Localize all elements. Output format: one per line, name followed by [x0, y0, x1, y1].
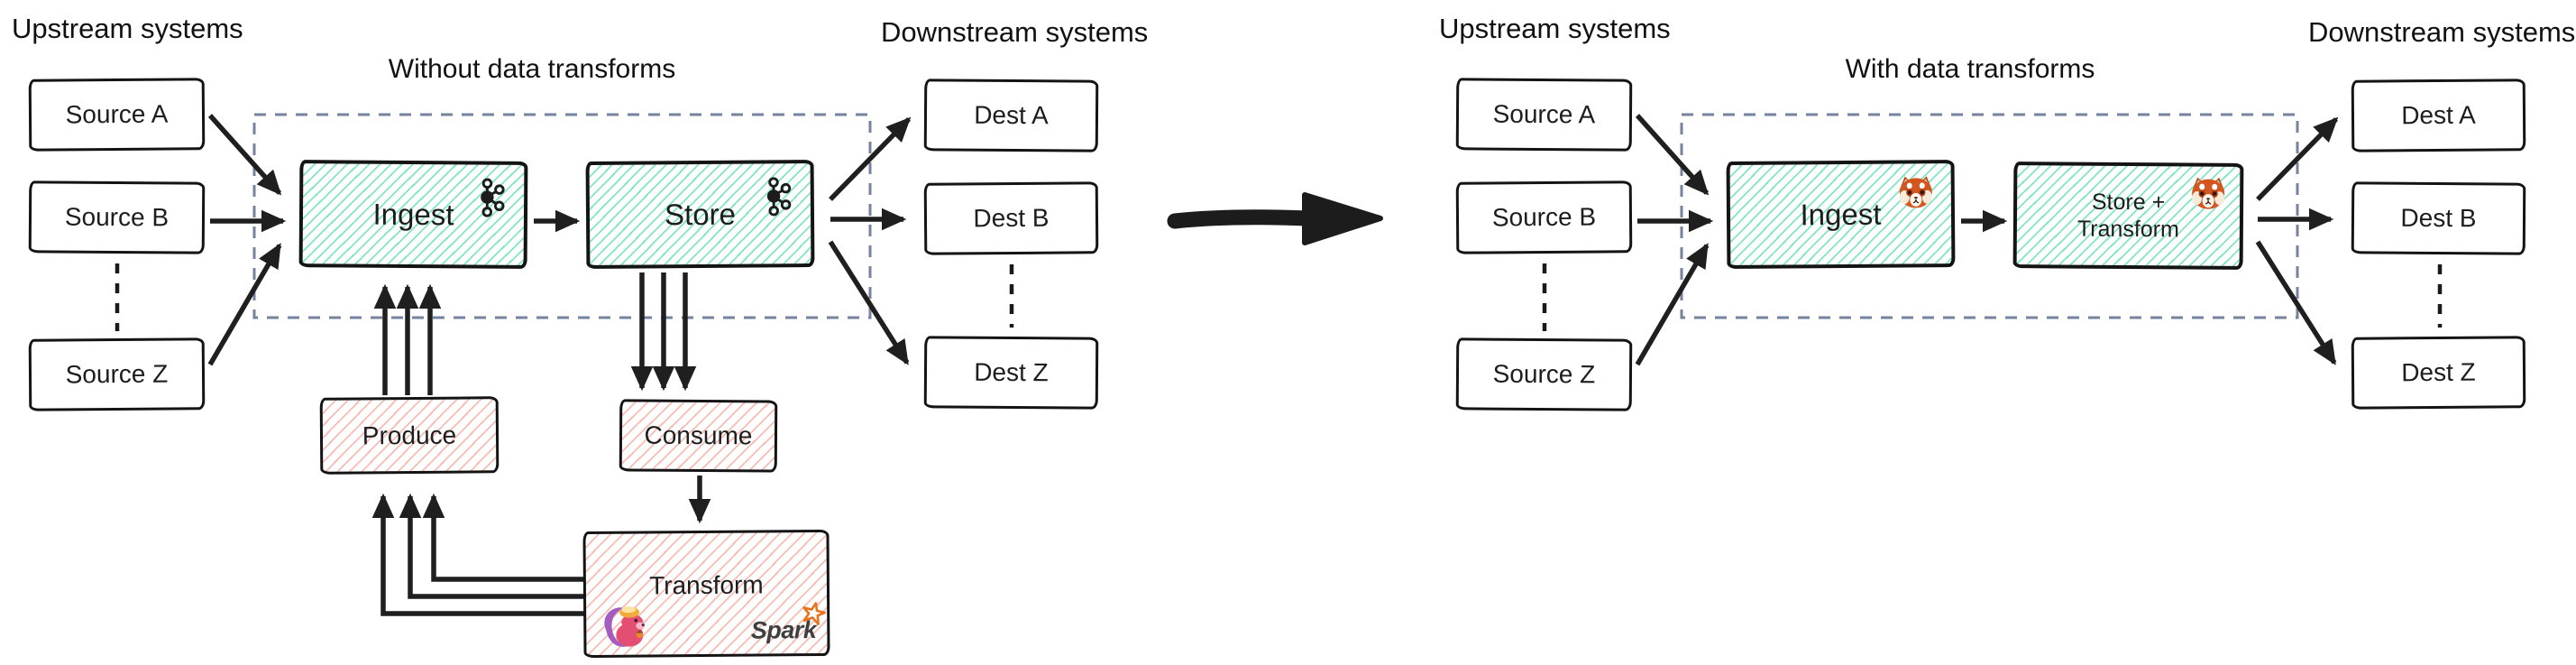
store-box-left: Store: [585, 160, 815, 269]
store-transform-label: Store +Transform: [2077, 189, 2179, 244]
dest-a-box-left: Dest A: [923, 79, 1099, 152]
spark-logo: Spark: [751, 602, 827, 645]
store-transform-line1: Store +: [2091, 189, 2166, 216]
diagram-title-left: Without data transforms: [388, 54, 676, 84]
diagram-title-right: With data transforms: [1845, 54, 2095, 84]
dest-z-box-left: Dest Z: [923, 336, 1099, 410]
store-transform-line2: Transform: [2076, 216, 2179, 243]
store-transform-box: Store +Transform: [2012, 162, 2244, 270]
consume-label: Consume: [644, 420, 753, 450]
flink-squirrel-icon: [604, 606, 646, 647]
produce-box: Produce: [319, 396, 500, 475]
ellipsis-dashed-connectors: [115, 263, 2443, 331]
kafka-icon: [481, 178, 505, 217]
source-b-box-left: Source B: [28, 180, 206, 254]
redpanda-icon: [1899, 176, 1932, 208]
upstream-systems-label-left: Upstream systems: [12, 13, 243, 44]
dest-b-label: Dest B: [2400, 203, 2477, 233]
spark-star-icon: [802, 602, 827, 625]
redpanda-icon: [2192, 177, 2225, 209]
transform-label: Transform: [649, 570, 764, 600]
store-label-left: Store: [664, 197, 737, 231]
ingest-box-left: Ingest: [298, 160, 528, 269]
dest-a-label: Dest A: [2401, 100, 2476, 130]
upstream-systems-label-right: Upstream systems: [1439, 13, 1671, 44]
dest-z-label: Dest Z: [2401, 357, 2476, 387]
source-b-label: Source B: [64, 202, 170, 232]
source-z-label: Source Z: [65, 359, 169, 389]
transform-to-produce-elbow-arrows: [371, 493, 585, 616]
produce-to-ingest-arrows: [373, 283, 442, 395]
source-z-label: Source Z: [1492, 359, 1596, 389]
downstream-systems-label-right: Downstream systems: [2308, 16, 2576, 48]
produce-label: Produce: [362, 420, 457, 449]
transform-box: Transform Spark: [582, 529, 830, 659]
consume-box: Consume: [619, 399, 778, 473]
source-a-box-right: Source A: [1455, 78, 1633, 152]
ingest-label-left: Ingest: [372, 197, 454, 231]
ingest-box-right: Ingest: [1726, 160, 1956, 269]
store-to-dest-arrows-left: [828, 116, 912, 365]
ingest-label-right: Ingest: [1800, 197, 1882, 231]
dest-a-label: Dest A: [974, 100, 1049, 130]
source-b-box-right: Source B: [1455, 180, 1633, 254]
dest-b-box-right: Dest B: [2351, 181, 2526, 255]
dest-z-box-right: Dest Z: [2351, 336, 2526, 410]
big-transition-arrow: [1167, 192, 1383, 245]
source-a-label: Source A: [1492, 99, 1596, 129]
dest-b-label: Dest B: [973, 203, 1050, 233]
kafka-icon: [766, 177, 792, 217]
source-to-ingest-arrows-right: [1635, 114, 1714, 366]
source-a-label: Source A: [65, 99, 169, 129]
source-z-box-right: Source Z: [1455, 337, 1633, 411]
source-z-box-left: Source Z: [28, 337, 206, 411]
dest-z-label: Dest Z: [974, 357, 1049, 387]
source-to-ingest-arrows-left: [207, 114, 287, 366]
store-to-dest-arrows-right: [2255, 116, 2339, 365]
store-to-consume-arrows: [630, 272, 697, 392]
dest-a-box-right: Dest A: [2351, 79, 2526, 152]
dest-b-box-left: Dest B: [923, 181, 1099, 255]
downstream-systems-label-left: Downstream systems: [881, 16, 1149, 48]
source-b-label: Source B: [1491, 202, 1597, 232]
source-a-box-left: Source A: [28, 78, 206, 152]
